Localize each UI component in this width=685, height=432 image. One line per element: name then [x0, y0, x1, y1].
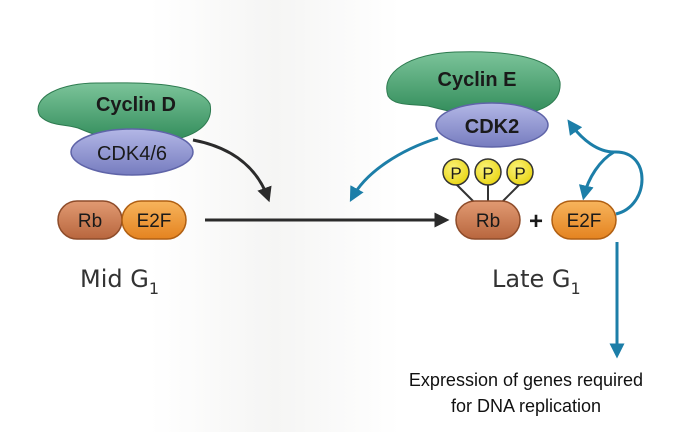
- cyclin-d-shape: [37, 82, 212, 144]
- caption-line-1: Expression of genes required: [409, 370, 643, 390]
- mid-g1-label: Mid G1: [80, 265, 159, 298]
- e2f-late-shape: [551, 200, 617, 240]
- feedback-to-cdk2-arrow: [567, 119, 615, 154]
- plus-sign: +: [529, 208, 543, 235]
- feedback-to-e2f-arrow: [578, 150, 615, 201]
- cyclin-e-shape: [386, 51, 561, 117]
- phosphate-label-2: P: [482, 164, 493, 183]
- phosphate-circle-1: [442, 158, 470, 186]
- rb-e2f-complex: Rb E2F: [57, 200, 187, 240]
- cdk2-action-arrow: [349, 136, 439, 202]
- phosphate-label-1: P: [450, 164, 461, 183]
- rb-label: Rb: [78, 211, 102, 232]
- cdk46-label: CDK4/6: [97, 143, 167, 165]
- rb-late-shape: [455, 200, 521, 240]
- cdk46-action-arrow: [192, 138, 272, 203]
- cyclin-e-label: Cyclin E: [438, 69, 517, 91]
- phosphate-stem-1: [455, 183, 474, 202]
- rb-late-label: Rb: [476, 211, 500, 232]
- background-band: [150, 0, 400, 432]
- cdk2-shape: [435, 102, 549, 148]
- e2f-label: E2F: [137, 211, 172, 232]
- cdk2-label: CDK2: [465, 116, 519, 138]
- cdk46-shape: [70, 128, 194, 176]
- e2f-shape: [121, 200, 187, 240]
- phosphate-stem-3: [502, 183, 521, 202]
- free-e2f: E2F: [551, 200, 617, 240]
- cyclin-d-label: Cyclin D: [96, 94, 176, 116]
- phosphorylated-rb: P P P Rb: [442, 158, 534, 240]
- late-g1-label: Late G1: [492, 265, 581, 298]
- e2f-late-label: E2F: [567, 211, 602, 232]
- phosphate-circle-2: [474, 158, 502, 186]
- caption-line-2: for DNA replication: [451, 396, 601, 416]
- feedback-loop-arc: [613, 150, 644, 216]
- phosphate-circle-3: [506, 158, 534, 186]
- cyclin-d-cdk46-complex: Cyclin D CDK4/6: [37, 82, 212, 176]
- phosphate-label-3: P: [514, 164, 525, 183]
- cyclin-e-cdk2-complex: Cyclin E CDK2: [386, 51, 561, 148]
